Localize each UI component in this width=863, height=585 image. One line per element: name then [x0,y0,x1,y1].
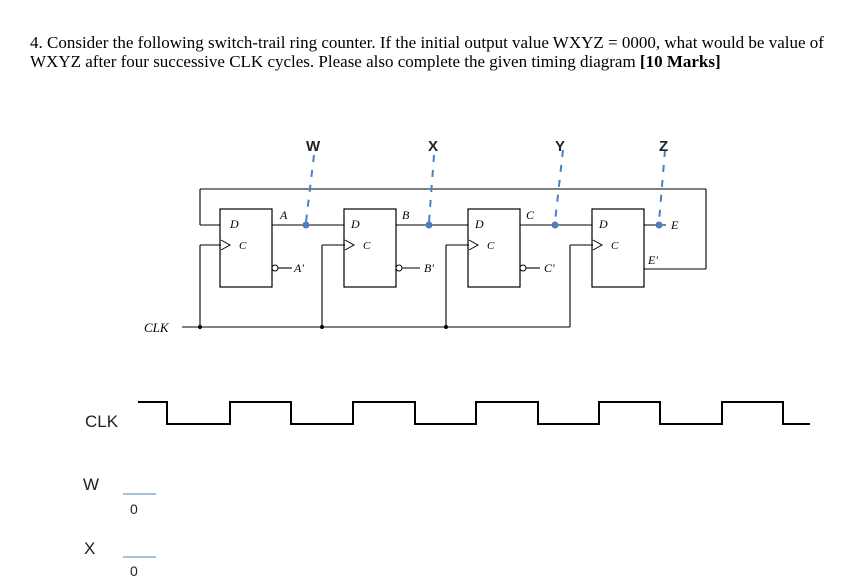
timing-row-clk-label: CLK [85,412,119,431]
question-body: 4. Consider the following switch-trail r… [30,33,824,71]
timing-row-w-label: W [83,475,99,494]
ff1-c-label: C [239,240,247,252]
probes: W X Y Z [302,138,668,229]
timing-diagram: CLK W 0 X 0 [83,401,810,579]
clk-junction-3 [444,325,448,329]
flipflop-3: D C C C' [467,208,555,288]
probe-y-dot [551,221,559,229]
w-initial-value: 0 [130,501,138,517]
ff1-q-label: A [279,208,288,222]
flipflop-2: D C B B' [343,208,434,288]
ff2-qbar-label: B' [424,261,434,275]
ff2-c-label: C [363,240,371,252]
ff3-c-label: C [487,240,495,252]
flipflop-4: D C E E' [591,208,679,288]
wires [182,188,707,328]
ff4-d-label: D [598,217,608,231]
probe-w-dot [302,221,310,229]
ff3-q-label: C [526,208,535,222]
probe-x-label: X [428,138,438,155]
ff3-qbar-label: C' [544,261,555,275]
ff4-qbar-label: E' [647,253,658,267]
probe-x-dot [425,221,433,229]
x-initial-value: 0 [130,563,138,579]
probe-y-label: Y [555,138,565,155]
flipflop-1: D C A A' [219,208,304,288]
question-marks: [10 Marks] [639,52,721,71]
clk-junction-2 [320,325,324,329]
clk-input-label: CLK [144,320,170,335]
ff2-q-label: B [402,208,410,222]
probe-z-dot [655,221,663,229]
clk-junction-1 [198,325,202,329]
ff3-d-label: D [474,217,484,231]
probe-z-label: Z [659,138,668,155]
probe-w-label: W [306,138,321,155]
ff2-d-label: D [350,217,360,231]
ff4-q-label: E [670,218,679,232]
ff4-c-label: C [611,240,619,252]
ff1-d-label: D [229,217,239,231]
clk-waveform [138,401,810,425]
question-text: 4. Consider the following switch-trail r… [30,33,830,71]
ff1-qbar-label: A' [293,261,304,275]
timing-row-x-label: X [84,539,95,558]
